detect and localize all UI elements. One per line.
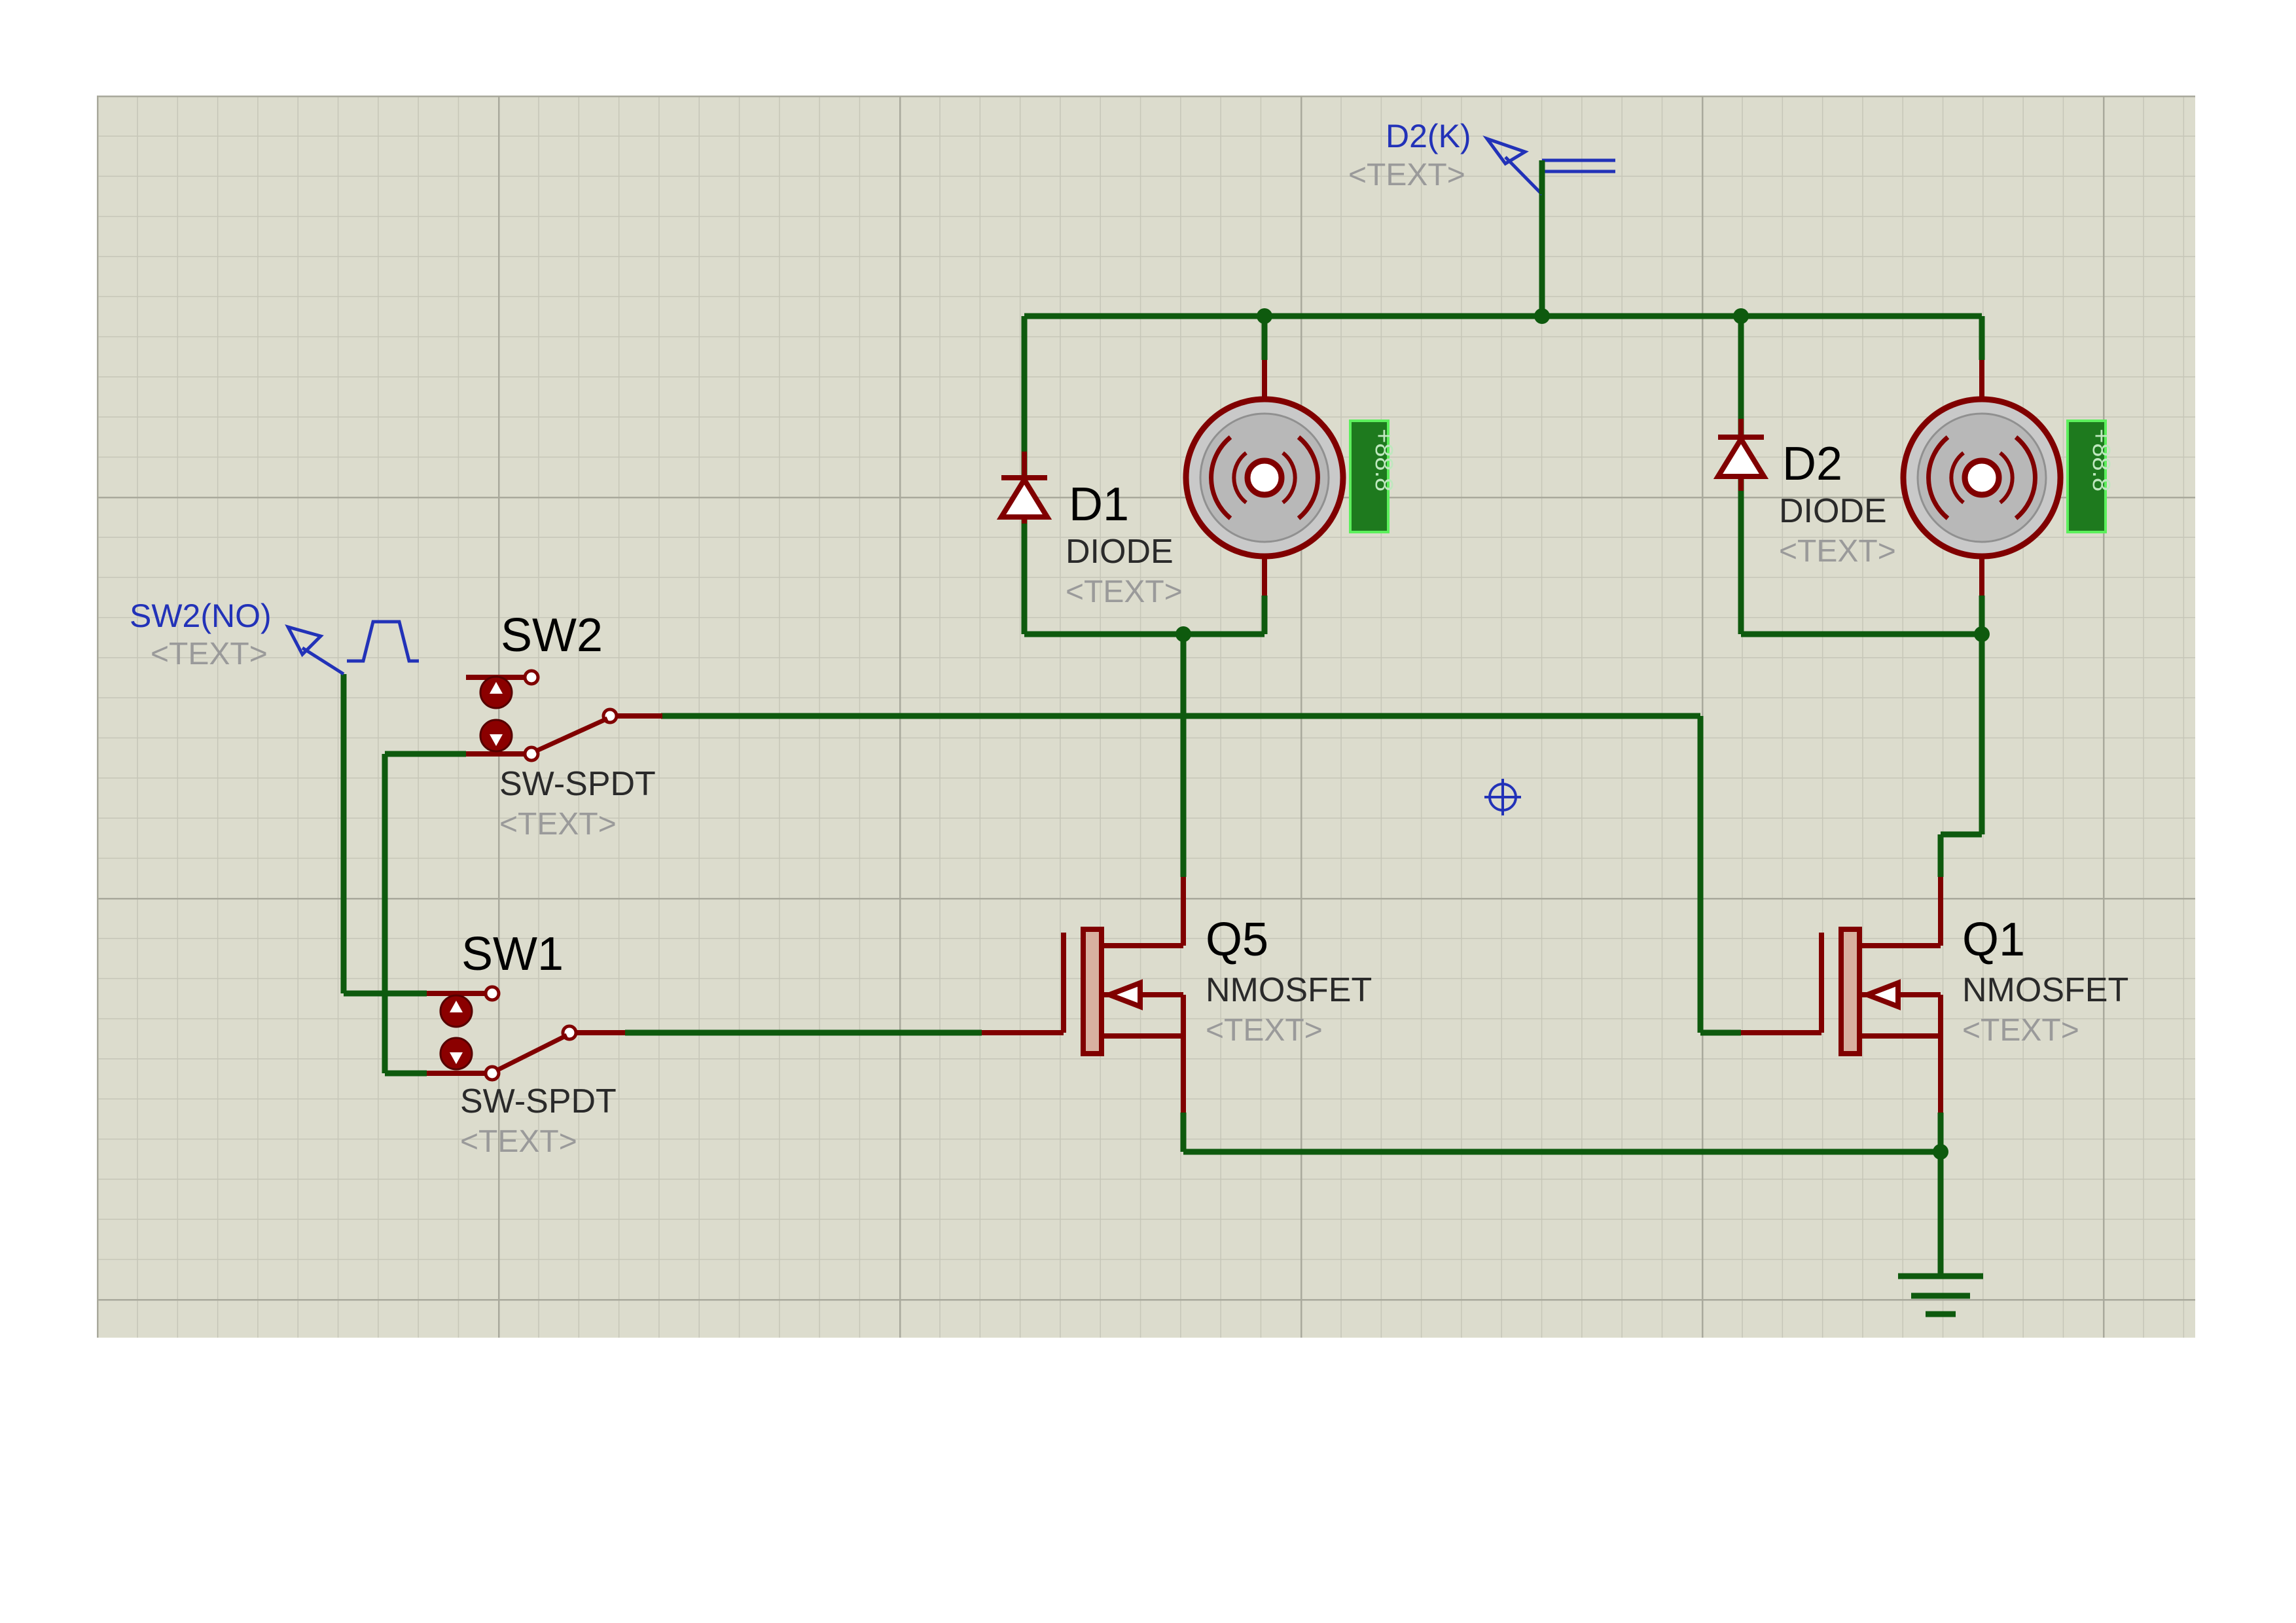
diode-d1[interactable]: D1 DIODE <TEXT>: [996, 452, 1183, 609]
diode-d1-ref: D1: [1069, 478, 1129, 531]
switch-sw1-down-button[interactable]: [439, 1037, 473, 1071]
switch-sw1-value: SW-SPDT: [460, 1082, 617, 1120]
mosfet-q1-ref: Q1: [1962, 914, 2025, 966]
diode-d1-text: <TEXT>: [1066, 575, 1183, 609]
svg-text:+88.8: +88.8: [1370, 429, 1397, 491]
motor-icon: [1186, 399, 1343, 556]
motor-m1[interactable]: +88.8: [1186, 316, 1397, 634]
motor-m2[interactable]: +88.8: [1903, 316, 2115, 634]
diode-d1-value: DIODE: [1066, 533, 1174, 571]
generator-terminal-label: SW2(NO): [130, 597, 272, 634]
crosshair-cursor-icon: [1484, 779, 1521, 815]
mosfet-q5-ref: Q5: [1206, 914, 1268, 966]
mosfet-q5-text: <TEXT>: [1206, 1013, 1323, 1048]
motor-icon: [1903, 399, 2060, 556]
switch-sw2-down-button[interactable]: [479, 719, 513, 753]
switch-sw1-up-button[interactable]: [439, 994, 473, 1028]
switch-sw2-text: <TEXT>: [499, 807, 617, 842]
switch-sw2-value: SW-SPDT: [499, 765, 656, 803]
switch-sw2-ref: SW2: [501, 609, 603, 662]
mosfet-q5-value: NMOSFET: [1206, 971, 1372, 1009]
power-terminal-text: <TEXT>: [1348, 158, 1465, 192]
generator-terminal-text: <TEXT>: [151, 637, 268, 671]
diode-d2[interactable]: D2 DIODE <TEXT>: [1713, 419, 1896, 569]
mosfet-q1[interactable]: Q1 NMOSFET <TEXT>: [1741, 877, 2128, 1113]
motor-m1-readout: +88.8: [1349, 419, 1397, 533]
mosfet-q1-text: <TEXT>: [1962, 1013, 2079, 1048]
svg-text:+88.8: +88.8: [2087, 429, 2115, 491]
ground-icon[interactable]: [1898, 1273, 1983, 1317]
mosfet-q5[interactable]: Q5 NMOSFET <TEXT>: [982, 877, 1372, 1113]
power-terminal-label: D2(K): [1386, 118, 1471, 154]
generator-terminal[interactable]: SW2(NO) <TEXT>: [130, 597, 419, 676]
diode-d2-ref: D2: [1782, 438, 1842, 490]
power-terminal[interactable]: D2(K) <TEXT>: [1348, 118, 1615, 196]
switch-sw1-ref: SW1: [461, 928, 564, 980]
diode-d2-text: <TEXT>: [1779, 534, 1896, 569]
switch-sw1-text: <TEXT>: [460, 1124, 577, 1159]
switch-sw2-up-button[interactable]: [479, 675, 513, 709]
wires[interactable]: [340, 194, 1985, 1273]
switch-sw2[interactable]: SW2 SW-SPDT <TEXT>: [466, 609, 662, 842]
motor-m2-readout: +88.8: [2066, 419, 2115, 533]
diode-d2-value: DIODE: [1779, 492, 1887, 530]
mosfet-q1-value: NMOSFET: [1962, 971, 2128, 1009]
switch-sw1[interactable]: SW1 SW-SPDT <TEXT>: [427, 928, 625, 1159]
